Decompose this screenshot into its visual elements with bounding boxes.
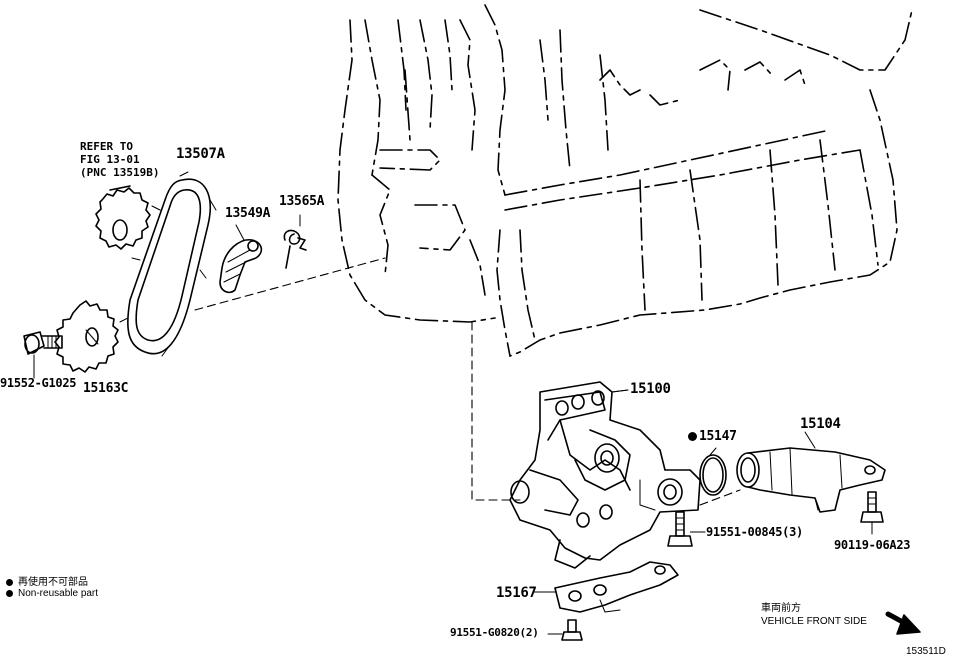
label-91551-G0820[interactable]: 91551-G0820(2) [450,626,539,639]
label-91552-G1025[interactable]: 91552-G1025 [0,376,77,390]
label-15104[interactable]: 15104 [800,416,841,432]
sprocket-15163C [54,300,119,373]
bolt-91551-00845 [667,511,706,547]
legend-jp: 再使用不可部品 [6,573,88,588]
pump-bracket [534,561,679,613]
crank-sprocket-ref [95,185,151,250]
label-90119-06A23[interactable]: 90119-06A23 [834,538,911,552]
legend-dot [6,589,13,597]
oil-strainer [736,431,886,513]
label-15147[interactable]: 15147 [688,429,737,444]
bolt-91551-G0820 [547,619,583,641]
legend-dot [6,578,13,586]
o-ring [699,447,727,496]
reference-lines [194,257,741,506]
label-91551-00845[interactable]: 91551-00845(3) [706,525,803,539]
label-leaders [534,389,702,635]
label-13507A[interactable]: 13507A [176,146,225,162]
oil-pump-body [509,381,701,569]
tensioner-arm [219,224,263,294]
label-15167[interactable]: 15167 [496,585,537,601]
engine-block-outline [337,4,913,357]
tension-spring [283,214,307,269]
timing-chain [119,171,217,357]
direction-jp: 車両前方 [761,603,801,614]
label-15163C[interactable]: 15163C [83,381,129,396]
bolt-91552-G1025 [23,331,63,379]
vehicle-front-arrow [885,611,921,635]
label-13565A[interactable]: 13565A [279,194,325,209]
legend-en: Non-reusable part [6,588,98,599]
refer-note: REFER TO FIG 13-01 (PNC 13519B) [80,140,160,179]
label-13549A[interactable]: 13549A [225,206,271,221]
label-15100[interactable]: 15100 [630,381,671,397]
bolt-90119-06A23 [860,491,884,535]
non-reusable-mark [688,432,697,441]
direction-en: VEHICLE FRONT SIDE [761,616,867,627]
figure-id: 153511D [906,646,946,657]
